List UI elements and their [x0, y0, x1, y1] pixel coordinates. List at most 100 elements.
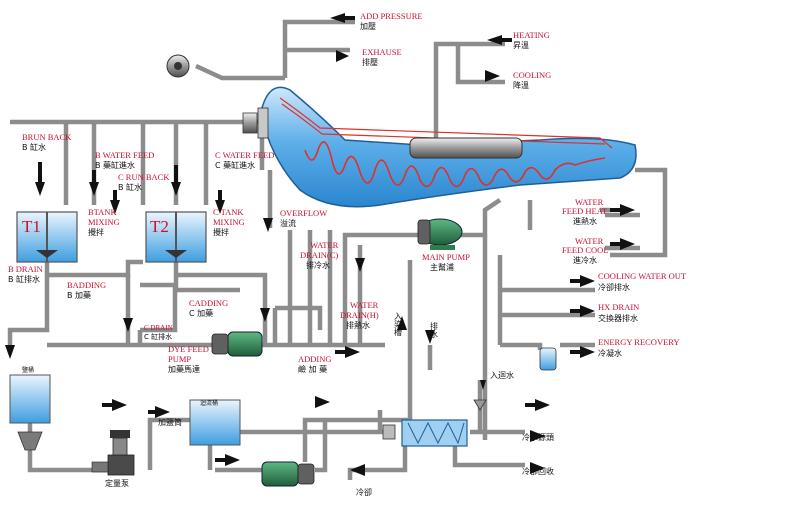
cooling-bottom-label: 冷卻 [356, 487, 372, 497]
water-drain-c-cn: 排冷水 [306, 260, 330, 270]
label-badding: BADDING B 加藥 [67, 280, 106, 300]
water-drain-h-cn: 排熱水 [346, 320, 370, 330]
label-heating: HEATING 昇溫 [513, 30, 550, 50]
label-cooling-water-out: COOLING WATER OUT 冷卻排水 [598, 271, 687, 292]
main-pump-en: MAIN PUMP [422, 252, 470, 262]
label-c-tank-mixing: C TANK MIXING 攪拌 [213, 207, 245, 237]
salt-tank [9, 374, 51, 451]
label-water-feed-heat: WATER FEED HEAT 進熱水 [562, 197, 608, 226]
label-c-water-feed: C WATER FEED C 藥缸進水 [215, 150, 274, 170]
heating-cn: 昇溫 [513, 41, 529, 50]
label-b-run-back: BRUN BACK B 缸水 [22, 132, 72, 152]
label-dye-feed-pump: DYE FEED PUMP 加藥馬達 [168, 344, 209, 374]
water-drain-h-en2: DRAIN(H) [340, 310, 379, 320]
c-drain-cn: C 缸排水 [144, 332, 172, 341]
c-run-back-cn: B 缸水 [118, 182, 142, 192]
label-water-drain-c: WATER DRAIN(C) 排冷水 [300, 240, 339, 270]
b-water-feed-cn: B 藥缸進水 [95, 160, 135, 170]
cooling-water-source-label: 冷水源頭 [522, 432, 554, 442]
energy-recovery-cn: 冷凝水 [598, 348, 622, 358]
main-pump-cn: 主幫浦 [430, 262, 454, 272]
inlet-water-label: 入染槽 [394, 312, 403, 337]
energy-recovery-en: ENERGY RECOVERY [598, 337, 680, 347]
label-adding: ADDING 鹼 加 藥 [298, 354, 332, 374]
salt-tank-label: 鹽桶 [22, 366, 34, 374]
energy-recovery-vessel [539, 347, 557, 371]
tank-t1: T1 [16, 211, 78, 263]
dye-feed-pump-cn: 加藥馬達 [168, 364, 200, 374]
label-cadding: CADDING C 加藥 [189, 298, 228, 318]
flow-arrows [5, 13, 635, 476]
vessel-heat-exchanger [409, 137, 523, 159]
cadding-cn: C 加藥 [189, 308, 213, 318]
dye-feed-pump-en1: DYE FEED [168, 344, 209, 354]
label-b-drain: B DRAIN B 缸排水 [8, 264, 43, 284]
label-cooling: COOLING 降溫 [513, 70, 551, 90]
hx-drain-cn: 交換器排水 [598, 313, 638, 323]
dosing-pump-label: 定量泵 [105, 478, 129, 488]
water-drain-c-en1: WATER [310, 240, 339, 250]
b-drain-cn: B 缸排水 [8, 274, 40, 284]
water-feed-cool-en2: FEED COOL [562, 245, 609, 255]
water-feed-cool-cn: 進冷水 [573, 255, 597, 265]
badding-en: BADDING [67, 280, 106, 290]
heat-exchanger-icon [401, 419, 468, 447]
hx-drain-en: HX DRAIN [598, 302, 639, 312]
cadding-en: CADDING [189, 298, 228, 308]
water-drain-c-en2: DRAIN(C) [300, 250, 338, 260]
label-hx-drain: HX DRAIN 交換器排水 [598, 302, 639, 323]
tank-t1-label: T1 [22, 217, 41, 236]
main-pump-icon [417, 218, 463, 250]
main-dyeing-vessel [166, 54, 637, 208]
circulation-tank [189, 399, 241, 446]
pipe-network [7, 19, 668, 480]
b-drain-en: B DRAIN [8, 264, 43, 274]
label-overflow: OVERFLOW 溢流 [280, 208, 327, 228]
add-salt-label: 加鹽筒 [158, 417, 182, 427]
water-feed-cool-en1: WATER [575, 236, 604, 246]
heating-en: HEATING [513, 30, 550, 40]
label-c-run-back: C RUN BACK B 缸水 [118, 172, 170, 192]
overflow-cn: 溢流 [280, 218, 296, 228]
water-drain-h-en1: WATER [350, 300, 379, 310]
cooling-recovery-label: 冷卻回收 [522, 466, 554, 476]
label-b-water-feed: B WATER FEED B 藥缸進水 [95, 150, 154, 170]
label-b-tank-mixing: BTANK MIXING 攪拌 [88, 207, 120, 237]
cooling-en: COOLING [513, 70, 551, 80]
water-feed-heat-en1: WATER [575, 197, 604, 207]
dosing-pump-icon [91, 430, 135, 476]
heating-coil [304, 141, 606, 188]
b-tank-mixing-en1: BTANK [88, 207, 117, 217]
label-add-pressure: ADD PRESSURE 加壓 [360, 11, 423, 31]
valve-icon [382, 399, 487, 440]
b-run-back-en: BRUN BACK [22, 132, 72, 142]
exhaust-cn: 排壓 [362, 57, 378, 67]
adding-en: ADDING [298, 354, 332, 364]
c-tank-mixing-en2: MIXING [213, 217, 245, 227]
water-feed-heat-cn: 進熱水 [573, 216, 597, 226]
c-run-back-en: C RUN BACK [118, 172, 170, 182]
tank-t2-label: T2 [150, 217, 169, 236]
b-water-feed-en: B WATER FEED [95, 150, 154, 160]
b-tank-mixing-cn: 攪拌 [88, 227, 104, 237]
cooling-cn: 降溫 [513, 80, 529, 90]
label-water-feed-cool: WATER FEED COOL 進冷水 [562, 236, 609, 265]
dye-feed-pump-en2: PUMP [168, 354, 191, 364]
c-tank-mixing-cn: 攪拌 [213, 227, 229, 237]
water-feed-heat-en2: FEED HEAT [562, 206, 608, 216]
exhaust-en: EXHAUSE [362, 47, 402, 57]
cooling-water-out-en: COOLING WATER OUT [598, 271, 687, 281]
b-run-back-cn: B 缸水 [22, 142, 46, 152]
return-water-label: 入迴水 [490, 370, 514, 380]
adding-cn: 鹼 加 藥 [298, 364, 327, 374]
outlet-water-label: 排水 [430, 321, 439, 338]
bottom-pump-icon [261, 461, 315, 487]
label-water-drain-h: WATER DRAIN(H) 排熱水 [340, 300, 379, 330]
label-main-pump: MAIN PUMP 主幫浦 [422, 252, 470, 272]
c-tank-mixing-en1: C TANK [213, 207, 244, 217]
c-water-feed-cn: C 藥缸進水 [215, 160, 255, 170]
cooling-water-out-cn: 冷卻排水 [598, 282, 630, 292]
add-pressure-cn: 加壓 [360, 21, 376, 31]
vessel-nozzle [242, 112, 258, 134]
